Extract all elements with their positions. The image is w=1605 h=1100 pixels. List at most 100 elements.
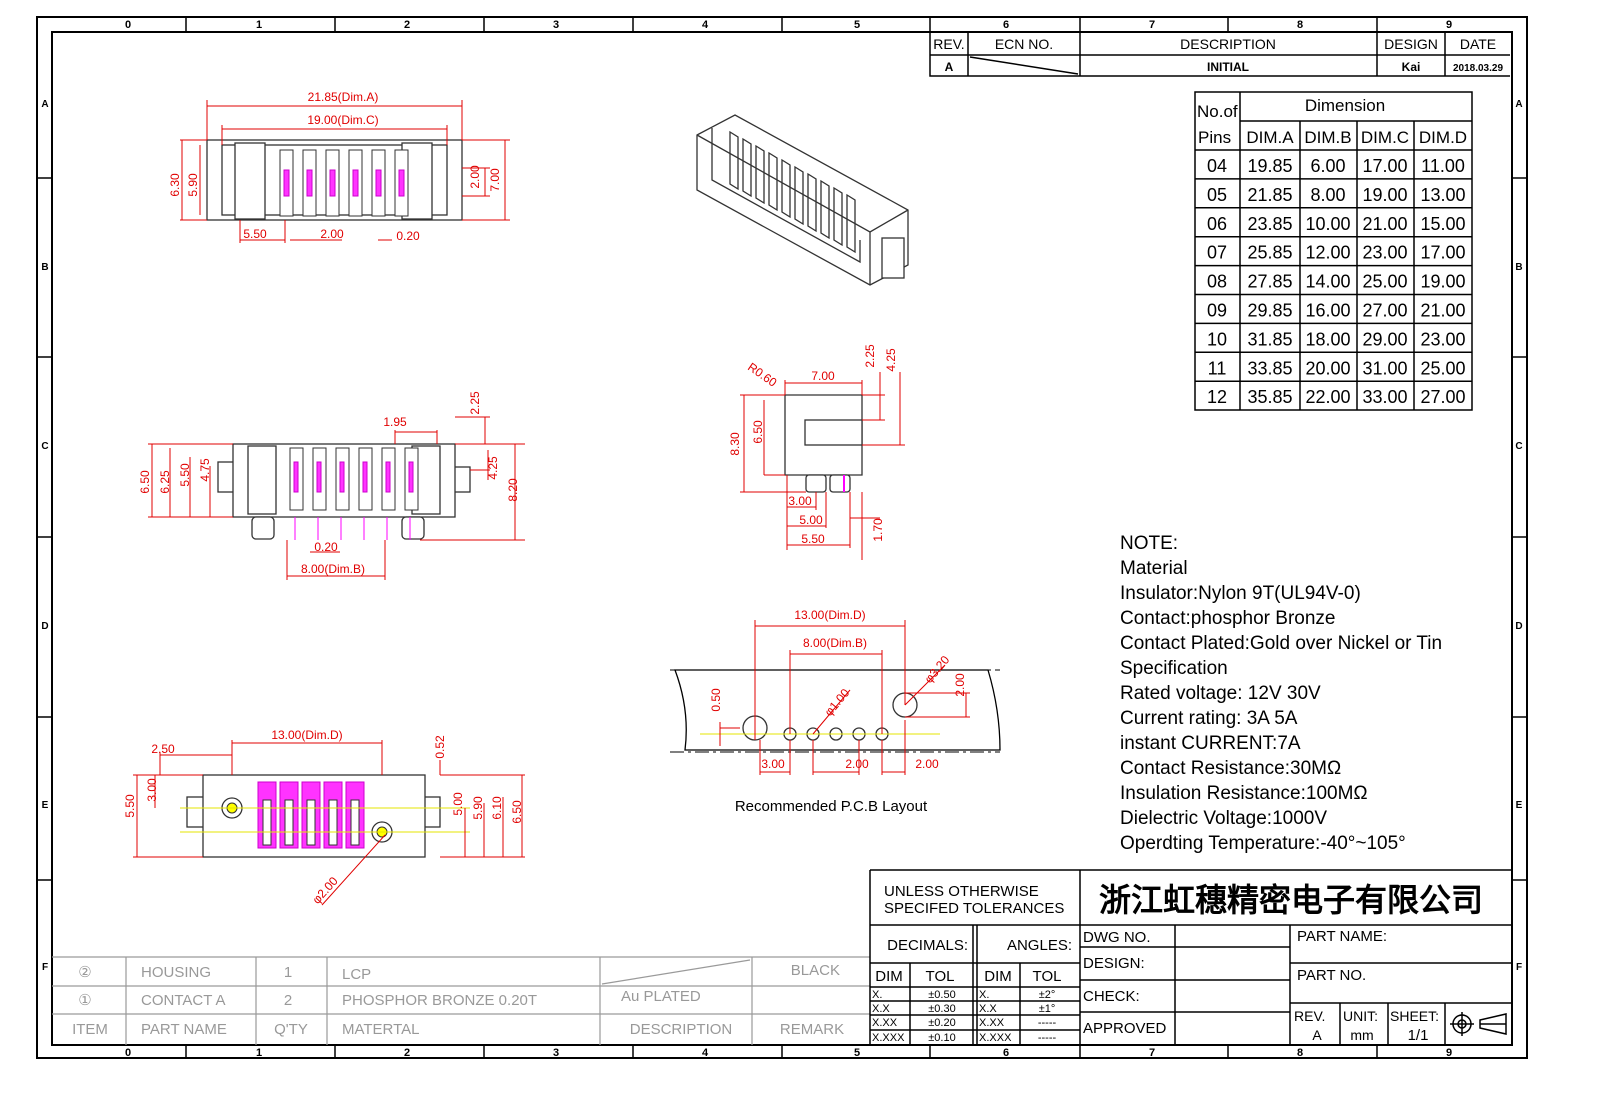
dimension-table: No.of Pins Dimension DIM.A DIM.B DIM.C D… [1194,91,1473,411]
dimension-cell: 23.85 [1247,214,1292,234]
zone-col-2: 2 [404,19,410,31]
unit-value: mm [1350,1027,1373,1043]
date-header: DATE [1460,36,1496,52]
dimension-cell: 19.85 [1247,156,1292,176]
side-dim-550: 5.50 [801,532,825,546]
dimension-cell: 21.00 [1362,214,1407,234]
note-line: Current rating: 3A 5A [1120,708,1298,729]
contact-pin [329,169,336,197]
side-dim-225: 2.25 [863,344,877,368]
pcb-dim-200: 2.00 [845,757,869,771]
pin-count-cell: 05 [1207,185,1227,205]
dimension-cell: 13.00 [1420,185,1465,205]
pin-count-cell: 09 [1207,301,1227,321]
top-dim-a: 21.85(Dim.A) [308,90,379,104]
dimension-cell: 29.85 [1247,301,1292,321]
rev-value: A [1312,1027,1322,1043]
note-line: Insulator:Nylon 9T(UL94V-0) [1120,583,1361,604]
side-dim-830: 8.30 [728,432,742,456]
sheet-value: 1/1 [1408,1027,1429,1044]
note-line: NOTE: [1120,533,1178,554]
contact-pin [385,461,391,493]
pin-count-cell: 04 [1207,156,1227,176]
dimension-cell: 27.00 [1362,301,1407,321]
decimal-tol-cell: ±0.30 [928,1003,955,1015]
dimension-cell: 20.00 [1305,358,1350,378]
ecn-header: ECN NO. [995,36,1053,52]
note-line: Contact:phosphor Bronze [1120,608,1335,629]
decimal-dim-cell: X.X [872,1003,890,1015]
iso-slot [794,165,804,226]
top-dim-630: 6.30 [168,173,182,197]
dimension-cell: 18.00 [1305,329,1350,349]
bom-description-contact: Au PLATED [621,988,701,1005]
dim-c-header: DIM.C [1361,128,1409,147]
part-name-label: PART NAME: [1297,928,1387,945]
side-dim-700: 7.00 [811,369,835,383]
zone-col-7: 7 [1149,19,1155,31]
side-dim-425: 4.25 [884,348,898,372]
decimal-tol-cell: ±0.20 [928,1017,955,1029]
zone-col-7-bottom: 7 [1149,1047,1155,1059]
note-line: Rated voltage: 12V 30V [1120,683,1321,704]
front-dim-550: 5.50 [178,463,192,487]
zone-col-1: 1 [256,19,262,31]
bottom-dim-550: 5.50 [123,794,137,818]
note-line: Material [1120,558,1188,579]
bom-item-2: ② [78,964,91,981]
dimension-cell: 14.00 [1305,272,1350,292]
front-dim-475: 4.75 [198,458,212,482]
bom-part-contact: CONTACT A [141,992,225,1009]
dimension-cell: 23.00 [1362,243,1407,263]
bottom-view: 2.50 13.00(Dim.D) 0.52 5.50 3.00 5.00 5.… [123,728,525,907]
tolerance-title-2: SPECIFED TOLERANCES [884,900,1064,917]
contact-pin [283,169,290,197]
contact-slot [350,799,360,846]
zone-col-1-bottom: 1 [256,1047,262,1059]
dimension-cell: 27.00 [1420,387,1465,407]
front-dim-020: 0.20 [314,540,338,554]
side-dim-r060: R0.60 [745,360,780,390]
pcb-dim-050: 0.50 [709,688,723,712]
zone-row-f: F [42,962,48,973]
dimension-cell: 16.00 [1305,301,1350,321]
dimension-cell: 29.00 [1362,329,1407,349]
top-dim-700: 7.00 [488,168,502,192]
top-dim-c: 19.00(Dim.C) [307,113,378,127]
iso-slot [768,151,778,212]
decimal-tol-cell: ±0.50 [928,989,955,1001]
iso-slot [807,172,817,233]
zone-row-f-right: F [1516,962,1522,973]
bom-header-item: ITEM [72,1021,108,1038]
note-line: Operdting Temperature:-40°~105° [1120,833,1406,854]
bom-material-housing: LCP [342,966,371,983]
pcb-dim-200-vert: 2.00 [953,673,967,697]
zone-col-3-bottom: 3 [553,1047,559,1059]
bom-item-1: ① [78,992,91,1009]
dimension-cell: 19.00 [1362,185,1407,205]
rev-value: A [945,60,954,74]
dimension-cell: 25.00 [1420,358,1465,378]
dimension-cell: 21.85 [1247,185,1292,205]
decimal-tol-cell: ±0.10 [928,1032,955,1044]
dimension-cell: 33.00 [1362,387,1407,407]
part-no-label: PART NO. [1297,967,1366,984]
iso-slot [846,193,856,254]
bottom-dim-500: 5.00 [451,792,465,816]
contact-pin [306,169,313,197]
bom-header-qty: Q'TY [274,1021,308,1038]
note-line: Contact Plated:Gold over Nickel or Tin [1120,633,1442,654]
top-dim-020: 0.20 [396,229,420,243]
bottom-dim-610: 6.10 [490,796,504,820]
dimension-cell: 33.85 [1247,358,1292,378]
side-dim-300: 3.00 [788,494,812,508]
dim-b-header: DIM.B [1304,128,1351,147]
angle-dim-cell: X.XXX [979,1032,1012,1044]
contact-pin [339,461,345,493]
note-line: Contact Resistance:30MΩ [1120,758,1341,779]
pcb-dim-phi320: φ3.20 [922,653,953,686]
bottom-dim-300: 3.00 [145,778,159,802]
zone-labels-side: A B C D E F A B C D E F [41,99,1522,973]
zone-col-5-bottom: 5 [854,1047,860,1059]
